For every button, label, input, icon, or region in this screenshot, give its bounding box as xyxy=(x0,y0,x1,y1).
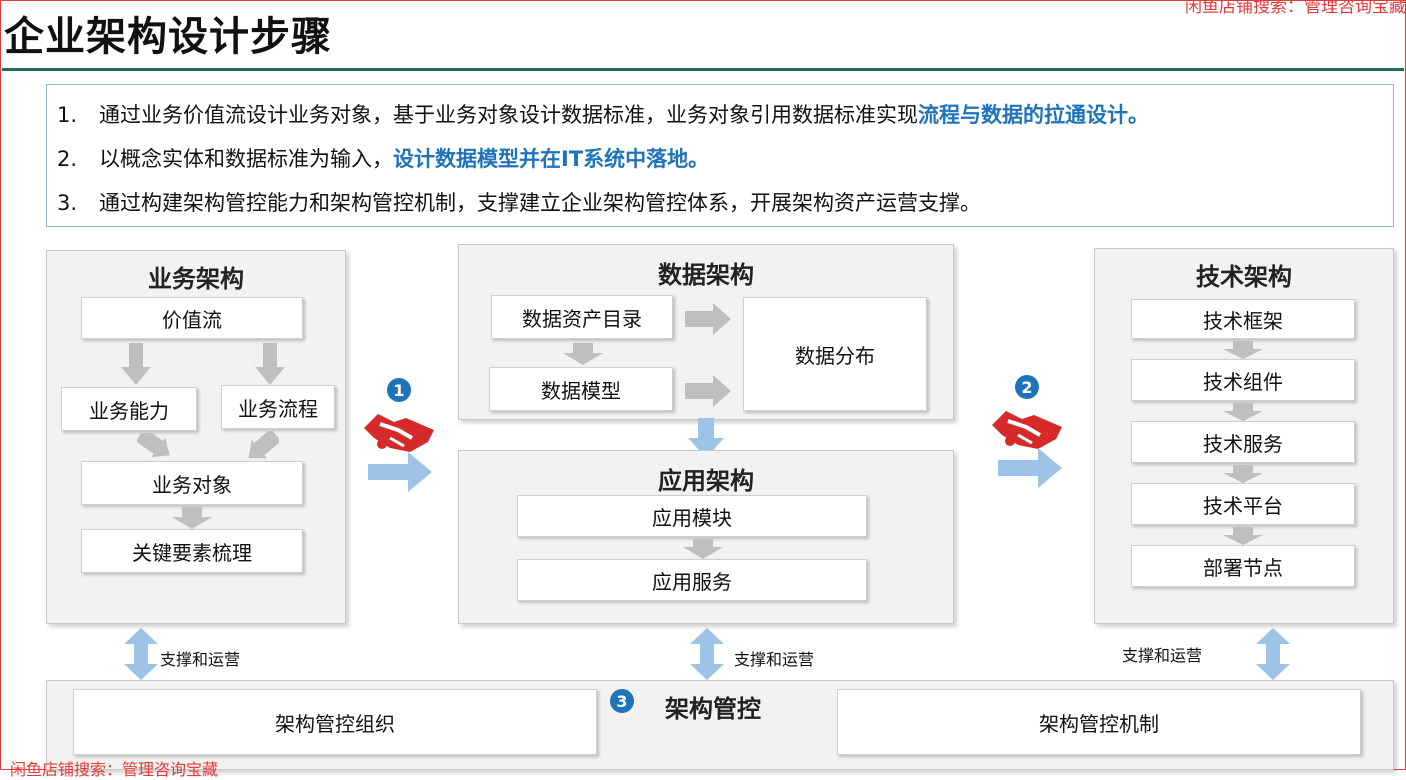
business-object-box: 业务对象 xyxy=(81,461,303,505)
double-arrow-icon xyxy=(124,628,158,680)
step-badge-1: 1 xyxy=(387,378,411,402)
intro-num: 3. xyxy=(57,191,78,215)
support-label: 支撑和运营 xyxy=(160,650,241,669)
step-badge-2: 2 xyxy=(1015,375,1039,399)
down-arrow-icon xyxy=(1223,527,1263,545)
intro-text: 以概念实体和数据标准为输入， xyxy=(99,147,393,171)
down-arrow-icon xyxy=(1223,465,1263,483)
intro-box: 1. 通过业务价值流设计业务对象，基于业务对象设计数据标准，业务对象引用数据标准实… xyxy=(46,84,1394,227)
down-arrow-icon xyxy=(255,343,285,385)
value-stream-box: 价值流 xyxy=(81,297,303,339)
support-label: 支撑和运营 xyxy=(734,650,815,669)
key-elements-box: 关键要素梳理 xyxy=(81,529,303,573)
governance-title: 架构管控 xyxy=(665,695,761,723)
intro-highlight: 设计数据模型并在IT系统中落地。 xyxy=(393,147,710,171)
application-service-box: 应用服务 xyxy=(517,559,867,601)
intro-item-2: 2. 以概念实体和数据标准为输入，设计数据模型并在IT系统中落地。 xyxy=(57,143,709,173)
down-arrow-icon xyxy=(563,343,603,365)
technical-architecture-panel: 技术架构 技术框架 技术组件 技术服务 技术平台 部署节点 xyxy=(1094,248,1394,624)
data-architecture-title: 数据架构 xyxy=(658,261,754,289)
diagonal-arrow-icon xyxy=(137,433,170,458)
down-arrow-icon xyxy=(121,343,151,385)
business-capability-box: 业务能力 xyxy=(61,387,197,431)
watermark: 闲鱼店铺搜索：管理咨询宝藏 xyxy=(1185,0,1406,17)
double-arrow-icon xyxy=(690,628,724,680)
arrow-right-icon xyxy=(368,452,432,492)
tech-service-box: 技术服务 xyxy=(1131,421,1355,463)
step-badge-3: 3 xyxy=(610,689,634,713)
data-architecture-panel: 数据架构 数据资产目录 数据模型 数据分布 xyxy=(458,244,954,420)
down-arrow-icon xyxy=(1223,403,1263,421)
intro-item-1: 1. 通过业务价值流设计业务对象，基于业务对象设计数据标准，业务对象引用数据标准实… xyxy=(57,99,1149,129)
handshake-icon xyxy=(992,411,1062,449)
application-module-box: 应用模块 xyxy=(517,495,867,537)
tech-component-box: 技术组件 xyxy=(1131,359,1355,401)
governance-org-box: 架构管控组织 xyxy=(73,689,597,755)
intro-text: 通过业务价值流设计业务对象，基于业务对象设计数据标准，业务对象引用数据标准实现 xyxy=(99,103,918,127)
diagonal-arrow-icon xyxy=(248,431,279,459)
intro-num: 2. xyxy=(57,147,78,171)
business-architecture-panel: 业务架构 价值流 业务能力 业务流程 业务对象 关键要素梳理 xyxy=(46,250,346,624)
title-divider xyxy=(2,68,1404,71)
right-arrow-icon xyxy=(685,303,731,335)
deployment-node-box: 部署节点 xyxy=(1131,545,1355,587)
technical-architecture-title: 技术架构 xyxy=(1196,263,1292,291)
page-title: 企业架构设计步骤 xyxy=(4,14,332,60)
tech-platform-box: 技术平台 xyxy=(1131,483,1355,525)
double-arrow-icon xyxy=(1256,628,1290,680)
tech-framework-box: 技术框架 xyxy=(1131,299,1355,339)
application-architecture-title: 应用架构 xyxy=(658,467,754,495)
down-arrow-icon xyxy=(172,507,212,529)
arrow-right-icon xyxy=(998,448,1062,488)
data-asset-catalog-box: 数据资产目录 xyxy=(491,295,673,339)
governance-panel: 架构管控组织 3 架构管控 架构管控机制 xyxy=(46,680,1394,770)
governance-mechanism-box: 架构管控机制 xyxy=(837,689,1361,755)
intro-num: 1. xyxy=(57,103,78,127)
bottom-watermark: 闲鱼店铺搜索：管理咨询宝藏 xyxy=(10,760,219,779)
business-architecture-title: 业务架构 xyxy=(148,265,244,293)
intro-highlight: 流程与数据的拉通设计。 xyxy=(918,103,1149,127)
intro-text: 通过构建架构管控能力和架构管控机制，支撑建立企业架构管控体系，开展架构资产运营支… xyxy=(99,191,981,215)
right-arrow-icon xyxy=(685,375,731,407)
handshake-icon xyxy=(364,414,434,452)
support-label: 支撑和运营 xyxy=(1122,646,1203,665)
business-process-box: 业务流程 xyxy=(221,385,335,429)
data-model-box: 数据模型 xyxy=(489,367,673,411)
intro-item-3: 3. 通过构建架构管控能力和架构管控机制，支撑建立企业架构管控体系，开展架构资产运… xyxy=(57,187,981,217)
down-arrow-icon xyxy=(688,418,724,458)
down-arrow-icon xyxy=(1223,341,1263,359)
data-distribution-box: 数据分布 xyxy=(743,297,927,411)
application-architecture-panel: 应用架构 应用模块 应用服务 xyxy=(458,450,954,624)
down-arrow-icon xyxy=(683,539,723,559)
